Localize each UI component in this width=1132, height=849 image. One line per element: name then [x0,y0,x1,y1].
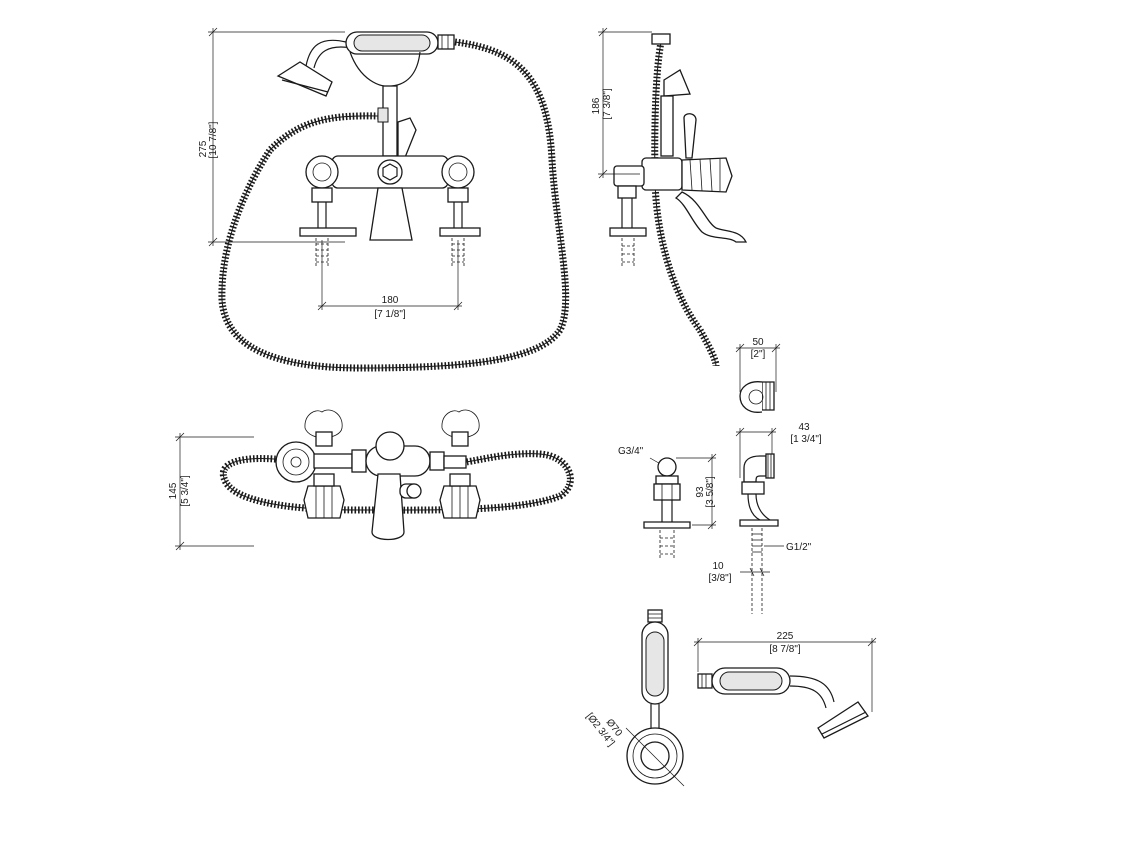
top-view: 145 [5 3/4"] [168,409,574,551]
dim-thread-length-value: 10 [712,561,724,572]
dim-centres-value: 180 [382,295,399,306]
cradle-detail: 50 [2"] [735,337,781,413]
dim-elbow-depth-value: 43 [798,422,810,433]
elbow-detail: 43 [1 3/4"] G1/2" 10 [3/8"] [708,422,822,614]
dim-leg-height-imperial: [3 5/8"] [705,476,716,508]
front-left-tap [299,155,357,266]
dim-side-height-imperial: [7 3/8"] [602,88,613,120]
dim-thread-length-imperial: [3/8"] [708,573,731,584]
dim-front-height-value: 275 [198,140,209,157]
dim-top-depth: 145 [5 3/4"] [168,432,254,551]
dim-front-height: 275 [10 7/8"] [198,27,345,247]
side-view: 186 [7 3/8"] [591,27,748,367]
inlet-thread-label: G3/4" [618,446,644,457]
dim-handset-length-value: 225 [777,631,794,642]
front-right-tap [439,155,481,266]
dim-handset-length-imperial: [8 7/8"] [769,644,801,655]
dim-side-height-value: 186 [591,97,602,114]
dim-cradle-width-value: 50 [752,337,764,348]
connection-thread-label: G1/2" [786,542,812,553]
front-handset [276,31,455,97]
handset-vertical: Ø70 [Ø2 3/4"] [584,609,685,787]
leg-detail: G3/4" 93 [3 5/8"] [618,446,717,560]
dim-cradle-width-imperial: [2"] [751,349,766,360]
dim-leg-height-value: 93 [695,486,706,498]
dim-top-depth-imperial: [5 3/4"] [180,475,191,507]
dim-top-depth-value: 145 [168,482,179,499]
dim-centres: 180 [7 1/8"] [317,240,463,320]
handset-horizontal: 225 [8 7/8"] [693,631,877,739]
dim-elbow-depth-imperial: [1 3/4"] [790,434,822,445]
dim-side-height: 186 [7 3/8"] [591,27,652,179]
dim-front-height-imperial: [10 7/8"] [208,121,219,158]
dim-centres-imperial: [7 1/8"] [374,309,406,320]
front-view: 275 [10 7/8"] 180 [7 1/8"] [198,27,570,372]
